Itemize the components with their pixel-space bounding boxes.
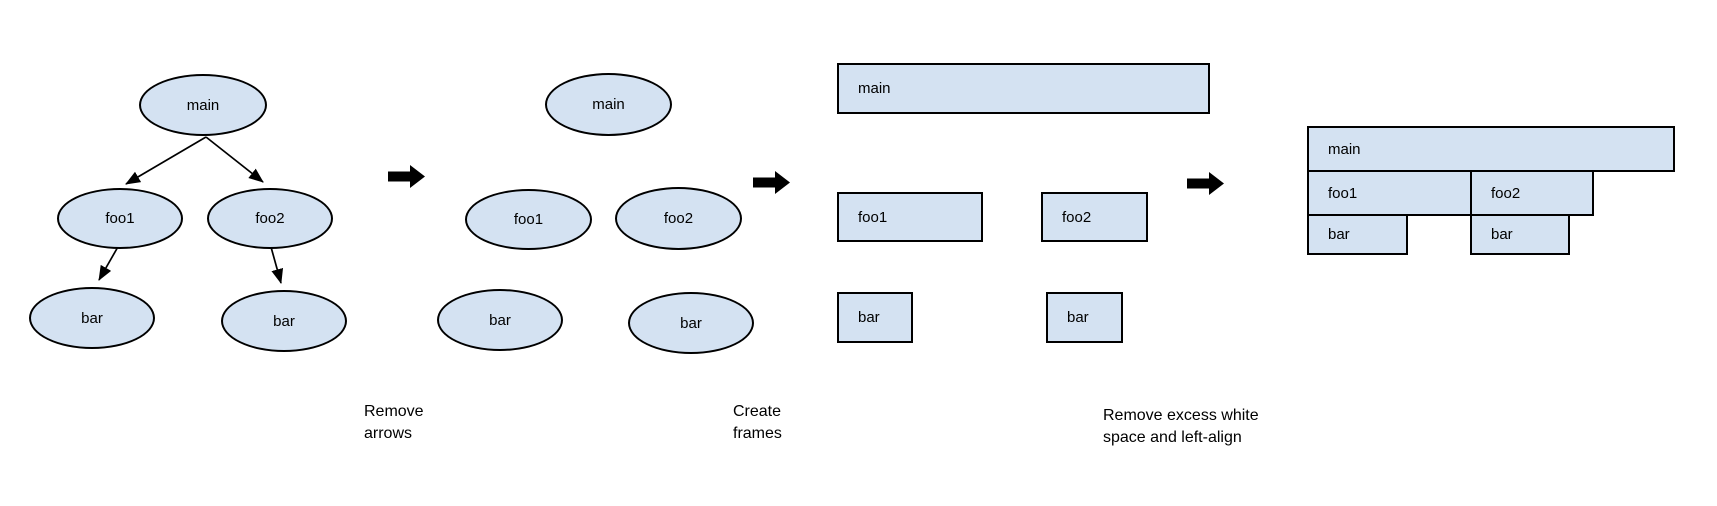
stage3-frame-foo2: foo2 [1041,192,1148,242]
stage3-frame-main: main [837,63,1210,114]
stage1-node-main: main [139,74,267,136]
caption-left-align: Remove excess white space and left-align [1103,405,1259,449]
stage2-node-bar-right: bar [628,292,754,354]
stage3-frame-bar-left: bar [837,292,913,343]
stage2-node-main: main [545,73,672,136]
step1-right-arrow-icon [388,165,425,188]
stage3-frame-bar-right: bar [1046,292,1123,343]
caption-line: Remove excess white [1103,407,1259,424]
caption-line: Remove [364,403,424,420]
edge-foo2-bar-arrow [270,246,284,284]
stage2-node-bar-left: bar [437,289,563,351]
stage4-frame-bar-left: bar [1307,214,1408,255]
caption-remove-arrows: Remove arrows [364,401,424,445]
stage1-node-bar-right: bar [221,290,347,352]
caption-line: frames [733,425,782,442]
stage4-frame-foo2: foo2 [1470,170,1594,216]
caption-line: Create [733,403,782,420]
stage1-node-foo1: foo1 [57,188,183,249]
stage1-node-foo2: foo2 [207,188,333,249]
edge-main-foo2-arrow [205,136,264,183]
stage4-frame-bar-right: bar [1470,214,1570,255]
edge-foo1-bar-arrow [98,244,120,281]
edge-main-foo1-arrow [125,136,207,185]
stage1-node-bar-left: bar [29,287,155,349]
caption-line: space and left-align [1103,429,1242,446]
stage3-frame-foo1: foo1 [837,192,983,242]
stage2-node-foo2: foo2 [615,187,742,250]
caption-line: arrows [364,425,413,442]
caption-create-frames: Create frames [733,401,782,445]
step3-right-arrow-icon [1187,172,1224,195]
stage2-node-foo1: foo1 [465,189,592,250]
stage4-frame-main: main [1307,126,1675,172]
step2-right-arrow-icon [753,171,790,194]
stage4-frame-foo1: foo1 [1307,170,1472,216]
